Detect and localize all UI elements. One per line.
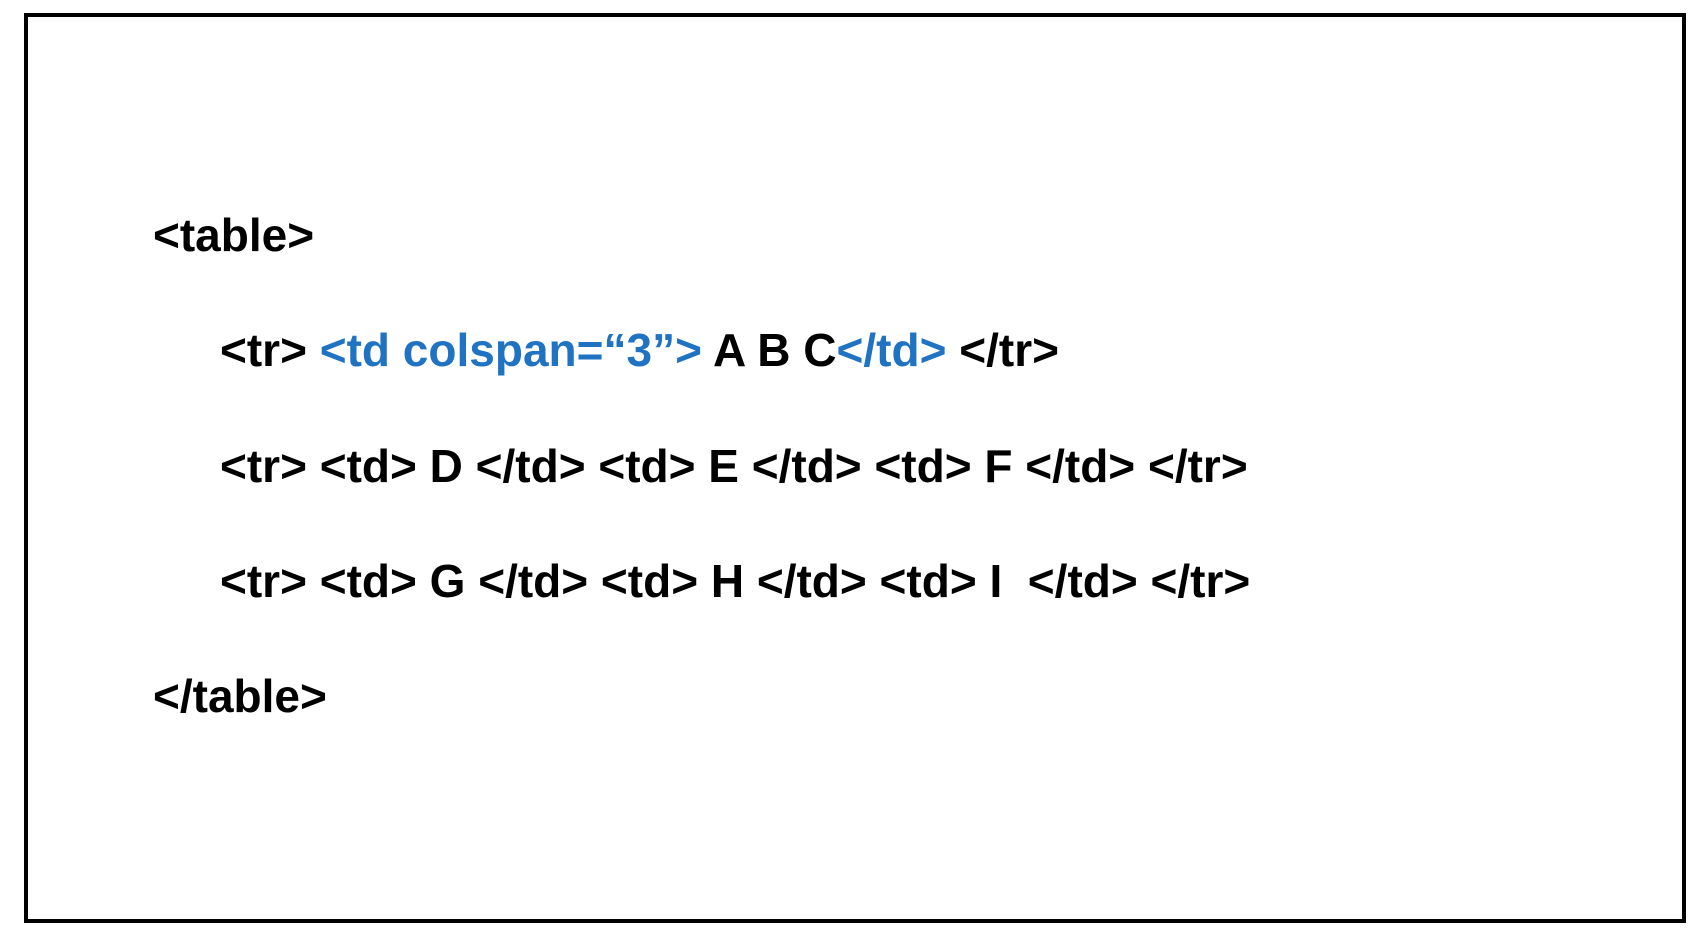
colspan-row-line: <tr> <td colspan=“3”> A B C</td> </tr> xyxy=(220,322,1059,378)
code-frame xyxy=(24,13,1686,923)
tr-close-tag: </tr> xyxy=(946,324,1059,376)
table-open-tag: <table> xyxy=(153,209,315,261)
tr-open-tag: <tr> xyxy=(220,324,320,376)
ghi-row-line: <tr> <td> G </td> <td> H </td> <td> I </… xyxy=(220,555,1251,607)
td-close-tag: </td> xyxy=(836,324,947,376)
def-row-line: <tr> <td> D </td> <td> E </td> <td> F </… xyxy=(220,440,1248,492)
table-close-tag: </table> xyxy=(153,670,327,722)
cell-abc-content: A B C xyxy=(701,324,837,376)
td-colspan-open-tag: <td colspan=“3”> xyxy=(319,324,702,376)
